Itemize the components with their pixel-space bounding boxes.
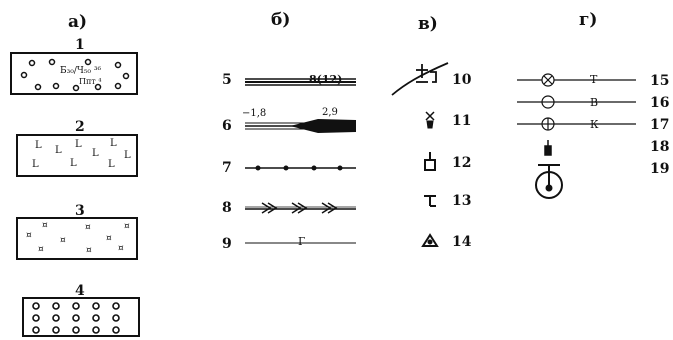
box-3-symbol: ¤ [86, 246, 92, 256]
symbol-number-10: 10 [452, 72, 472, 88]
line-15-symbol [517, 73, 636, 87]
line-7-symbol [245, 165, 356, 171]
symbol-number-6: 6 [222, 118, 232, 134]
box-3-symbol: ¤ [85, 223, 91, 233]
box-3-symbol: ¤ [124, 222, 130, 232]
box-2-symbol: L [92, 148, 99, 159]
symbol-19-icon [535, 164, 563, 199]
section-b-label: б) [271, 10, 291, 30]
box-3-symbol: ¤ [106, 234, 112, 244]
line-16-symbol [517, 95, 636, 109]
box-1-formula-bottom: Ппт ⁴ [79, 77, 102, 86]
box-2-number: 2 [75, 119, 85, 135]
box-3-symbol: ¤ [38, 245, 44, 255]
box-2-symbol: L [70, 158, 77, 169]
symbol-number-14: 14 [452, 234, 472, 250]
symbol-number-9: 9 [222, 236, 232, 252]
box-1-formula-top: Б₃₀/Ч₅₀ ³⁶ [60, 66, 102, 76]
symbol-number-8: 8 [222, 200, 232, 216]
symbol-number-5: 5 [222, 72, 232, 88]
box-2-symbol: L [75, 139, 82, 150]
symbol-number-12: 12 [452, 155, 472, 171]
section-a-label: а) [68, 12, 88, 32]
box-4-number: 4 [75, 283, 85, 299]
symbol-number-17: 17 [650, 117, 670, 133]
symbol-box-2 [16, 134, 138, 177]
symbol-12-icon [424, 152, 436, 171]
box-2-symbol: L [32, 159, 39, 170]
symbol-number-18: 18 [650, 139, 670, 155]
symbol-18-icon [544, 140, 552, 156]
symbol-11-icon [425, 111, 435, 129]
section-g-label: г) [579, 10, 598, 30]
line-8-symbol [245, 202, 356, 214]
box-2-symbol: L [110, 138, 117, 149]
box-3-symbol: ¤ [42, 221, 48, 231]
section-v-label: в) [418, 14, 438, 34]
symbol-number-16: 16 [650, 95, 670, 111]
symbol-box-4 [22, 297, 140, 337]
line-6-symbol [245, 119, 356, 133]
box-2-symbol: L [35, 140, 42, 151]
box-2-symbol: L [124, 150, 131, 161]
box-3-number: 3 [75, 203, 85, 219]
symbol-box-3 [16, 217, 138, 260]
symbol-number-13: 13 [452, 193, 472, 209]
box-3-symbol: ¤ [60, 236, 66, 246]
box-1-circles [20, 58, 130, 92]
line-6-right-label: 2,9 [322, 107, 338, 118]
symbol-14-icon [421, 233, 439, 247]
box-2-symbol: L [108, 159, 115, 170]
symbol-number-11: 11 [452, 113, 472, 129]
line-17-symbol [517, 117, 636, 131]
box-4-circles [32, 302, 120, 334]
symbol-number-15: 15 [650, 73, 670, 89]
box-3-symbol: ¤ [118, 244, 124, 254]
box-1-number: 1 [75, 37, 85, 53]
symbol-number-19: 19 [650, 161, 670, 177]
box-2-symbol: L [55, 145, 62, 156]
line-6-left-label: −1,8 [242, 108, 267, 119]
box-3-symbol: ¤ [26, 231, 32, 241]
symbol-10-icon [391, 62, 449, 96]
line-5-symbol [245, 78, 356, 86]
line-9-label: Г [297, 235, 307, 248]
symbol-13-icon [424, 195, 436, 207]
symbol-number-7: 7 [222, 160, 232, 176]
